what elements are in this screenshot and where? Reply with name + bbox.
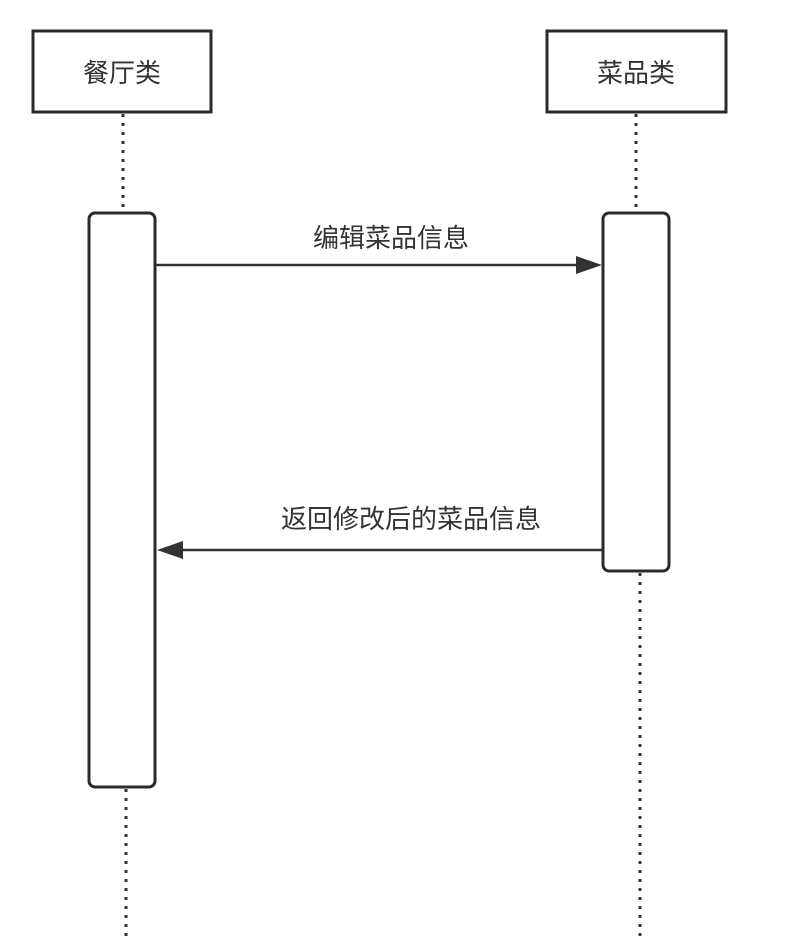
participant-dish-label: 菜品类: [597, 59, 675, 89]
participant-dish[interactable]: 菜品类: [545, 29, 728, 114]
participant-restaurant[interactable]: 餐厅类: [31, 29, 213, 114]
arrowhead-left-icon: [157, 541, 183, 559]
activation-dish: [601, 211, 671, 573]
arrowhead-right-icon: [576, 256, 602, 274]
message-return-dish[interactable]: 返回修改后的菜品信息: [157, 505, 602, 559]
activation-restaurant: [87, 211, 157, 789]
message-edit-dish[interactable]: 编辑菜品信息: [156, 224, 602, 274]
participant-restaurant-label: 餐厅类: [83, 59, 161, 89]
message-return-dish-label: 返回修改后的菜品信息: [281, 505, 541, 535]
message-edit-dish-label: 编辑菜品信息: [313, 224, 469, 254]
